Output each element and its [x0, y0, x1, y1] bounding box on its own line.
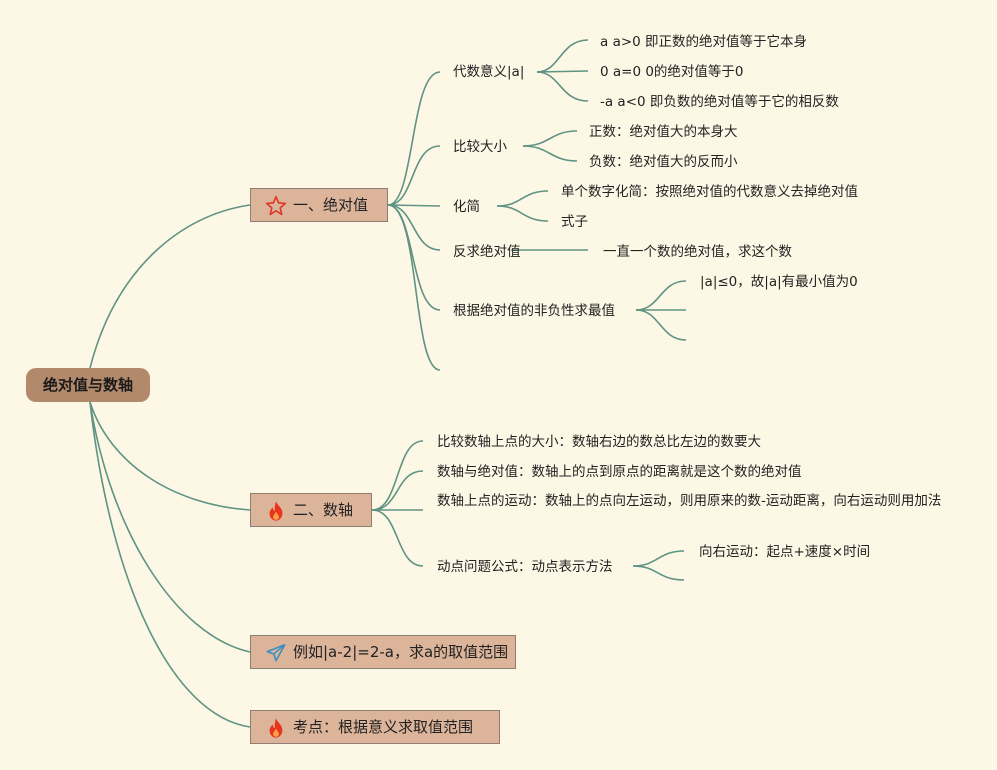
leaf-number-line-absolute: 数轴与绝对值：数轴上的点到原点的距离就是这个数的绝对值	[437, 464, 802, 480]
root-node[interactable]: 绝对值与数轴	[26, 368, 150, 402]
branch-absolute-value[interactable]: 一、绝对值	[250, 188, 388, 222]
leaf-zero-rule: 0 a=0 0的绝对值等于0	[600, 64, 744, 80]
paper-plane-icon	[266, 643, 286, 662]
fire-icon	[269, 718, 283, 738]
link-root-b4	[89, 401, 251, 728]
leaf-move-right: 向右运动：起点+速度×时间	[699, 544, 871, 560]
leaf-minimum-value: |a|≤0，故|a|有最小值为0	[700, 274, 858, 290]
leaf-positive-rule: a a>0 即正数的绝对值等于它本身	[600, 34, 808, 50]
leaf-point-movement: 数轴上点的运动：数轴上的点向左运动，则用原来的数-运动距离，向右运动则用加法	[437, 493, 942, 509]
link-root-b2	[89, 401, 251, 511]
node-reverse-absolute[interactable]: 反求绝对值	[453, 244, 521, 260]
star-icon	[265, 195, 287, 216]
node-nonnegativity-extremum[interactable]: 根据绝对值的非负性求最值	[453, 303, 615, 319]
node-compare-size[interactable]: 比较大小	[453, 139, 507, 155]
link-root-b3	[89, 401, 251, 653]
fire-icon	[269, 501, 283, 521]
leaf-simplify-single: 单个数字化简：按照绝对值的代数意义去掉绝对值	[561, 184, 858, 200]
branch-label: 考点：根据意义求取值范围	[293, 718, 474, 736]
node-moving-point-formula[interactable]: 动点问题公式：动点表示方法	[437, 559, 613, 575]
branch-exam-point[interactable]: 考点：根据意义求取值范围	[250, 710, 500, 744]
leaf-reverse-absolute: 一直一个数的绝对值，求这个数	[603, 244, 792, 260]
leaf-negative-rule: -a a<0 即负数的绝对值等于它的相反数	[600, 94, 839, 110]
leaf-compare-positive: 正数：绝对值大的本身大	[589, 124, 738, 140]
leaf-compare-negative: 负数：绝对值大的反而小	[589, 154, 738, 170]
branch-label: 二、数轴	[293, 501, 354, 519]
leaf-simplify-expression: 式子	[561, 214, 588, 230]
branch-example[interactable]: 例如|a-2|=2-a，求a的取值范围	[250, 635, 516, 669]
node-simplify[interactable]: 化简	[453, 199, 480, 215]
branch-label: 一、绝对值	[293, 196, 369, 214]
leaf-compare-points: 比较数轴上点的大小：数轴右边的数总比左边的数要大	[437, 434, 761, 450]
branch-number-line[interactable]: 二、数轴	[250, 493, 372, 527]
branch-label: 例如|a-2|=2-a，求a的取值范围	[293, 643, 509, 661]
link-root-b1	[89, 204, 251, 369]
node-algebraic-meaning[interactable]: 代数意义|a|	[453, 64, 525, 80]
